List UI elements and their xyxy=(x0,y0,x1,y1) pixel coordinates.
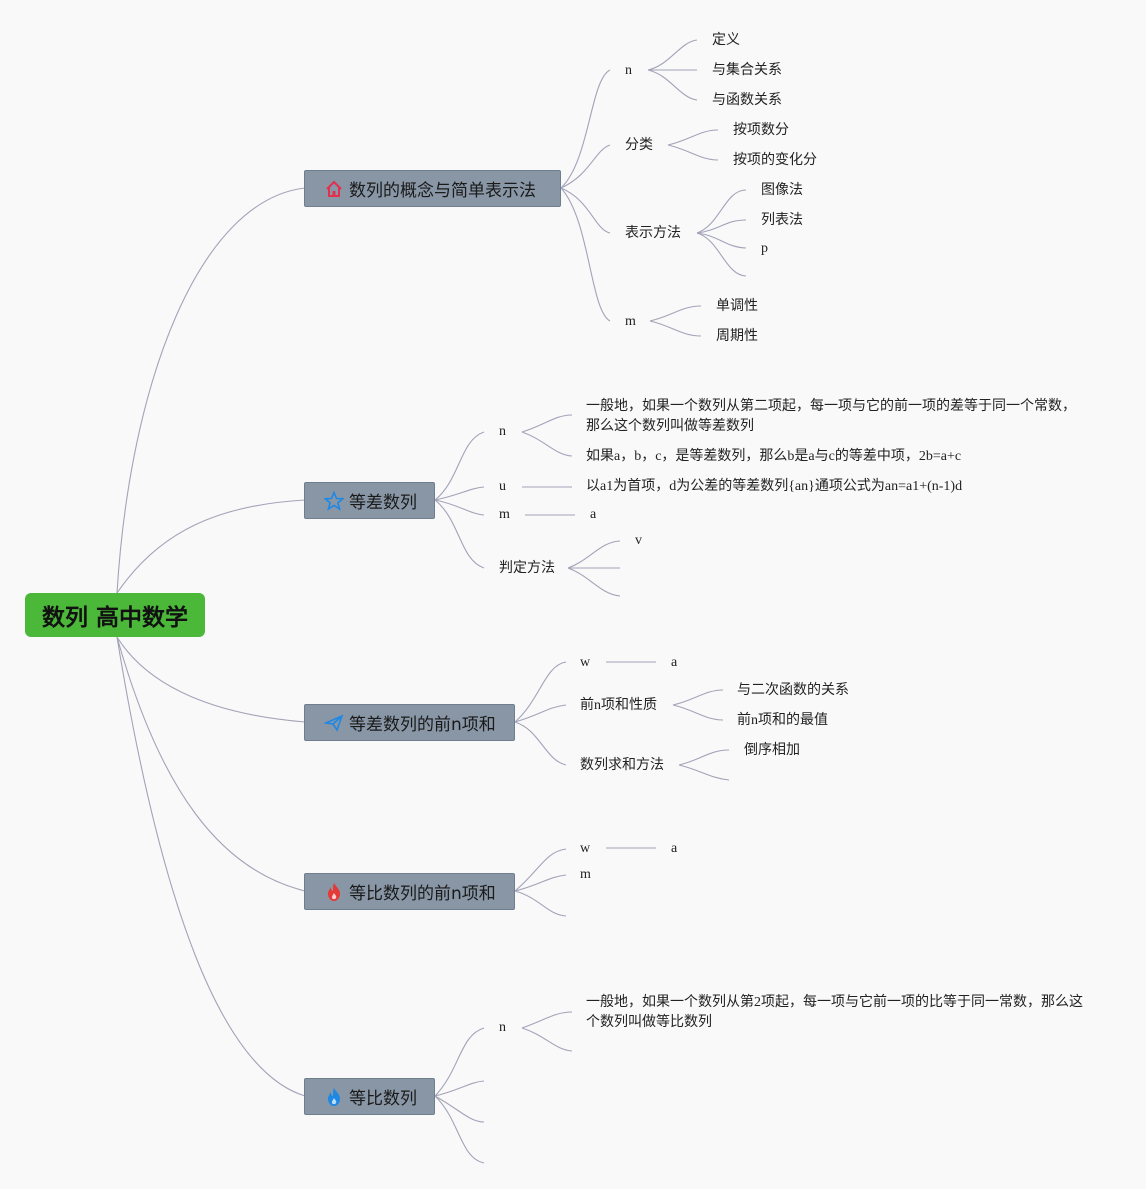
subtopic-n[interactable]: n xyxy=(625,63,632,78)
paper-plane-icon xyxy=(323,712,345,734)
subtopic-summation-methods[interactable]: 数列求和方法 xyxy=(580,758,664,773)
node-reverse-addition[interactable]: 倒序相加 xyxy=(744,743,800,758)
node-a[interactable]: a xyxy=(671,841,678,856)
node-set-relation[interactable]: 与集合关系 xyxy=(712,63,782,78)
topic-arithmetic-sum[interactable]: 等差数列的前n项和 xyxy=(304,704,515,741)
subtopic-n[interactable]: n xyxy=(499,1020,506,1035)
node-a[interactable]: a xyxy=(590,507,597,522)
topic-label: 等差数列的前n项和 xyxy=(349,715,496,735)
subtopic-m[interactable]: m xyxy=(625,314,636,329)
node-arithmetic-definition[interactable]: 一般地，如果一个数列从第二项起，每一项与它的前一项的差等于同一个常数，那么这个数… xyxy=(586,399,1076,434)
topic-sequence-concept[interactable]: 数列的概念与简单表示法 xyxy=(304,170,561,207)
subtopic-w[interactable]: w xyxy=(580,655,591,670)
subtopic-representation[interactable]: 表示方法 xyxy=(625,226,681,241)
node-geometric-definition[interactable]: 一般地，如果一个数列从第2项起，每一项与它前一项的比等于同一常数，那么这个数列叫… xyxy=(586,995,1083,1030)
node-definition[interactable]: 定义 xyxy=(712,33,740,48)
node-arithmetic-mean[interactable]: 如果a，b，c，是等差数列，那么b是a与c的等差中项，2b=a+c xyxy=(586,449,962,464)
subtopic-n[interactable]: n xyxy=(499,424,506,439)
star-icon xyxy=(323,490,345,512)
node-function-relation[interactable]: 与函数关系 xyxy=(712,93,782,108)
node-periodicity[interactable]: 周期性 xyxy=(716,329,758,344)
node-p[interactable]: p xyxy=(761,241,768,256)
house-icon xyxy=(323,178,345,200)
topic-geometric-sequence[interactable]: 等比数列 xyxy=(304,1078,435,1115)
subtopic-m[interactable]: m xyxy=(499,507,510,522)
node-by-term-count[interactable]: 按项数分 xyxy=(733,123,789,138)
node-a[interactable]: a xyxy=(671,655,678,670)
subtopic-judgement-method[interactable]: 判定方法 xyxy=(499,561,555,576)
node-monotonicity[interactable]: 单调性 xyxy=(716,299,758,314)
subtopic-u[interactable]: u xyxy=(499,479,506,494)
subtopic-m[interactable]: m xyxy=(580,867,591,882)
node-table-method[interactable]: 列表法 xyxy=(761,213,803,228)
topic-arithmetic-sequence[interactable]: 等差数列 xyxy=(304,482,435,519)
node-sum-extremum[interactable]: 前n项和的最值 xyxy=(737,713,828,728)
root-topic[interactable]: 数列 高中数学 xyxy=(25,593,205,637)
subtopic-sum-properties[interactable]: 前n项和性质 xyxy=(580,698,657,713)
node-by-term-change[interactable]: 按项的变化分 xyxy=(733,153,817,168)
fire-icon xyxy=(323,881,345,903)
water-drop-icon xyxy=(323,1086,345,1108)
subtopic-w[interactable]: w xyxy=(580,841,591,856)
topic-label: 等差数列 xyxy=(349,493,417,513)
node-v[interactable]: v xyxy=(635,533,642,548)
node-quadratic-relation[interactable]: 与二次函数的关系 xyxy=(737,683,849,698)
topic-label: 等比数列的前n项和 xyxy=(349,884,496,904)
subtopic-classification[interactable]: 分类 xyxy=(625,138,653,153)
topic-label: 数列的概念与简单表示法 xyxy=(349,181,536,201)
topic-label: 等比数列 xyxy=(349,1089,417,1109)
node-general-formula[interactable]: 以a1为首项，d为公差的等差数列{an}通项公式为an=a1+(n-1)d xyxy=(586,479,963,494)
topic-geometric-sum[interactable]: 等比数列的前n项和 xyxy=(304,873,515,910)
node-graph-method[interactable]: 图像法 xyxy=(761,183,803,198)
